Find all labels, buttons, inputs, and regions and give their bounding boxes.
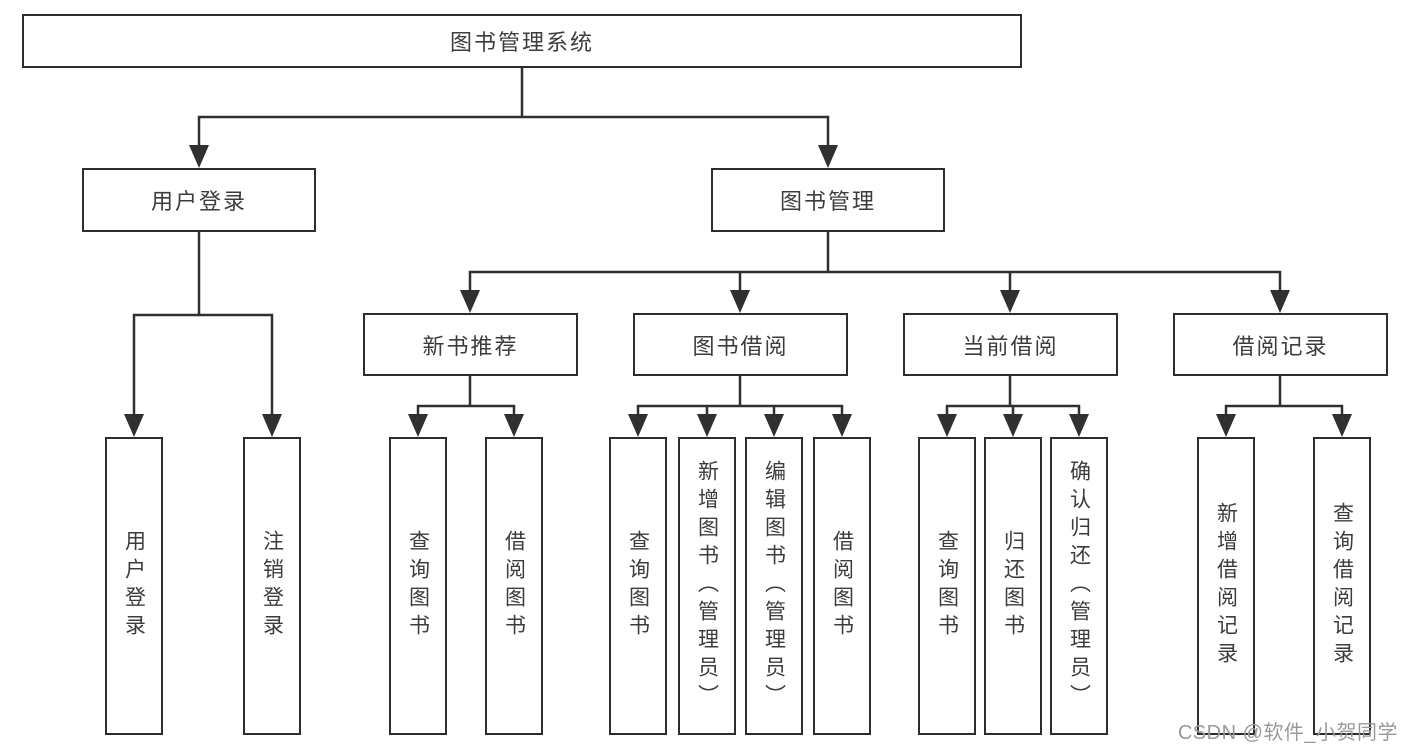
node-current-borrowing: 当前借阅 (903, 313, 1118, 376)
node-label: 查询图书 (935, 530, 959, 642)
node-label: 新增图书（管理员） (695, 460, 719, 712)
node-leaf-logout: 注销登录 (243, 437, 301, 735)
connector-currentborrow-to-children (945, 374, 1081, 419)
connector-records-to-children (1224, 374, 1344, 419)
node-leaf-return-books: 归还图书 (984, 437, 1042, 735)
node-user-login: 用户登录 (82, 168, 316, 232)
connector-newbooks-to-children (416, 374, 516, 419)
node-label: 借阅图书 (830, 530, 854, 642)
node-label: 用户登录 (122, 530, 146, 642)
node-label: 当前借阅 (962, 333, 1059, 359)
node-label: 新书推荐 (422, 333, 519, 359)
node-borrow-records: 借阅记录 (1173, 313, 1388, 376)
csdn-watermark: CSDN @软件_小贺同学 (1177, 722, 1398, 744)
node-book-management: 图书管理 (711, 168, 945, 232)
node-leaf-add-books-admin: 新增图书（管理员） (678, 437, 736, 735)
node-label: 编辑图书（管理员） (762, 460, 786, 712)
connector-root-to-level2 (197, 66, 830, 150)
node-label: 图书借阅 (692, 333, 789, 359)
node-leaf-borrow-books-newbook: 借阅图书 (485, 437, 543, 735)
node-leaf-query-borrow-record: 查询借阅记录 (1313, 437, 1371, 735)
node-leaf-query-books-newbook: 查询图书 (389, 437, 447, 735)
node-label: 归还图书 (1001, 530, 1025, 642)
node-label: 图书管理系统 (449, 30, 594, 55)
connector-bookborrow-to-children (636, 374, 844, 419)
node-leaf-query-books-borrow: 查询图书 (609, 437, 667, 735)
node-leaf-edit-books-admin: 编辑图书（管理员） (745, 437, 803, 735)
node-label: 借阅图书 (502, 530, 526, 642)
node-library-system: 图书管理系统 (22, 14, 1022, 68)
node-label: 注销登录 (260, 530, 284, 642)
arrow-down-icons (124, 145, 1352, 437)
node-leaf-query-books-current: 查询图书 (918, 437, 976, 735)
node-label: 用户登录 (150, 189, 247, 214)
node-leaf-borrow-books: 借阅图书 (813, 437, 871, 735)
node-label: 查询图书 (626, 530, 650, 642)
node-label: 新增借阅记录 (1214, 502, 1238, 670)
node-new-book-recommend: 新书推荐 (363, 313, 578, 376)
node-leaf-user-login: 用户登录 (105, 437, 163, 735)
node-label: 查询借阅记录 (1330, 502, 1354, 670)
node-book-borrowing: 图书借阅 (633, 313, 848, 376)
node-label: 查询图书 (406, 530, 430, 642)
node-label: 图书管理 (779, 189, 876, 214)
node-leaf-add-borrow-record: 新增借阅记录 (1197, 437, 1255, 735)
node-label: 借阅记录 (1232, 333, 1329, 359)
connector-login-to-children (132, 230, 274, 419)
node-leaf-confirm-return-admin: 确认归还（管理员） (1050, 437, 1108, 735)
connector-management-to-level3 (468, 230, 1282, 295)
node-label: 确认归还（管理员） (1067, 460, 1091, 712)
